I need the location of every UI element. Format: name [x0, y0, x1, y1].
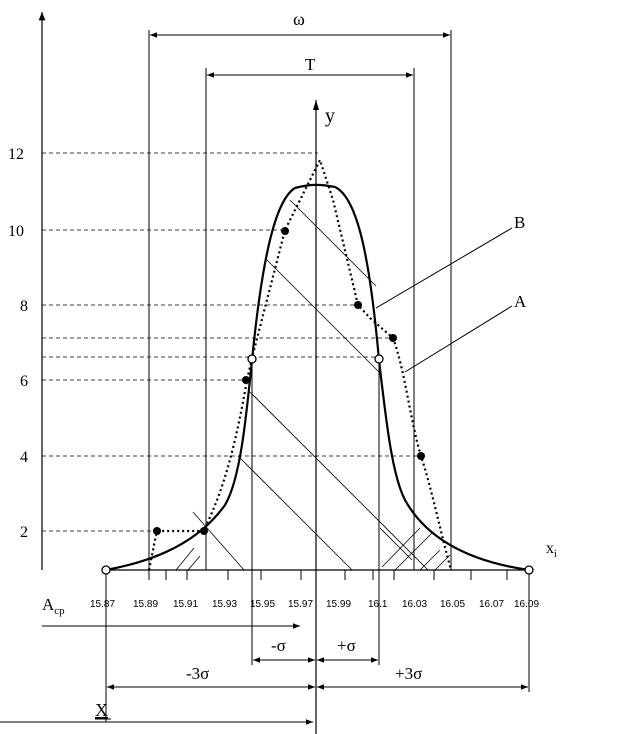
dimension-arrows	[0, 32, 528, 725]
dashed-reference-lines	[42, 152, 421, 532]
omega-label: ω	[293, 9, 305, 29]
T-label: T	[305, 55, 316, 74]
Acp-label: Acp	[42, 595, 65, 617]
x-tick-label: 16.05	[440, 599, 465, 610]
x-tick-label: 15.89	[133, 599, 158, 610]
x-tick-label: 15.93	[212, 599, 237, 610]
y-tick-label: 10	[8, 223, 24, 240]
x-tick-marks	[148, 570, 508, 580]
minus-3sigma-label: -3σ	[186, 664, 209, 683]
x-tick-label: 15.97	[288, 599, 313, 610]
B-leader	[375, 227, 513, 309]
curve-A-dotted	[147, 157, 453, 571]
x-tick-label: 15.99	[326, 599, 351, 610]
y-tick-label: 6	[20, 373, 28, 390]
X-label: X	[95, 700, 108, 720]
hatch-region	[175, 199, 451, 571]
x-tick-label: 16.09	[514, 599, 539, 610]
x-tick-label: 16.07	[479, 599, 504, 610]
y-tick-label: 12	[8, 146, 24, 163]
vertical-guide-lines	[105, 30, 530, 722]
x-tick-label: 15.91	[173, 599, 198, 610]
minus-sigma-label: -σ	[271, 636, 286, 655]
y-axis-label: y	[325, 105, 335, 127]
x-tick-label: 16.1	[368, 599, 388, 610]
x-tick-label: 15.87	[90, 599, 115, 610]
xi-label: xi	[546, 540, 557, 560]
B-label: B	[514, 213, 525, 232]
plus-sigma-label: +σ	[337, 636, 356, 655]
x-tick-label: 15.95	[250, 599, 275, 610]
data-points-filled	[153, 227, 425, 535]
y-tick-label: 2	[20, 524, 28, 541]
A-label: A	[514, 292, 527, 311]
y-tick-label: 8	[20, 298, 28, 315]
x-tick-label: 16.03	[402, 599, 427, 610]
y-tick-label: 4	[20, 449, 28, 466]
plus-3sigma-label: +3σ	[395, 664, 422, 683]
data-points-open	[101, 354, 534, 575]
y-axis-arrow	[313, 100, 319, 110]
A-leader	[404, 305, 513, 373]
curve-B-solid	[105, 183, 530, 572]
x-tick-labels: 15.87 15.89 15.91 15.93 15.95 15.97 15.9…	[90, 599, 539, 610]
